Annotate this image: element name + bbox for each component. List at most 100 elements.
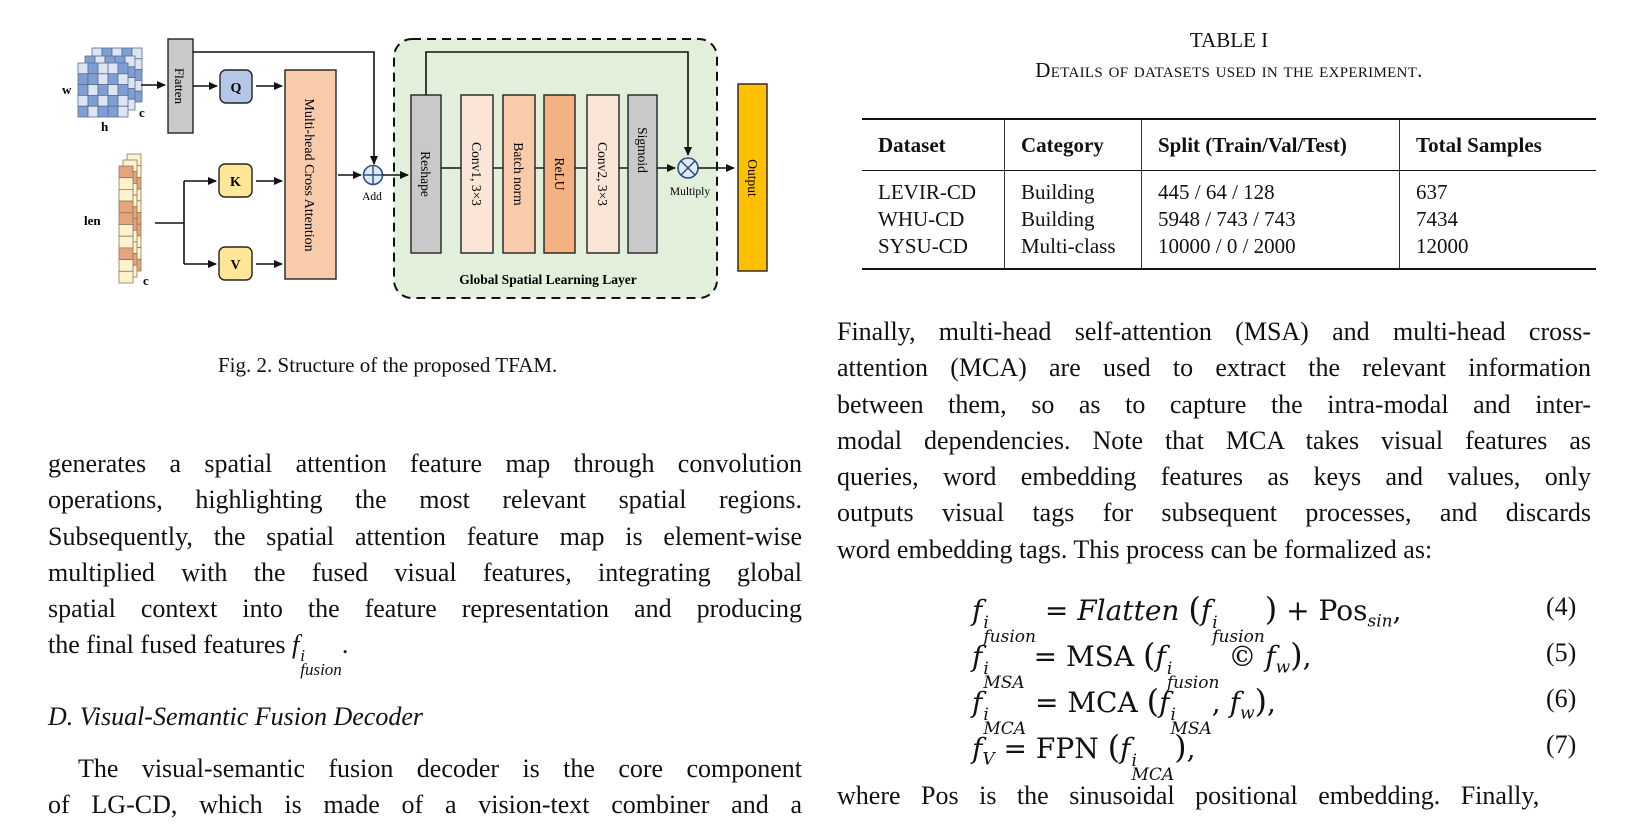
embedding-cell <box>118 224 134 237</box>
reshape-block <box>410 94 442 254</box>
value-box <box>218 246 253 281</box>
text-line: outputs visual tags for subsequent proce… <box>837 498 1591 528</box>
conv2-label: Conv2, 3×3 <box>595 142 610 206</box>
tensor-cell <box>77 95 89 107</box>
tensor-cell <box>107 95 119 107</box>
flatten-label: Flatten <box>172 68 187 105</box>
table-cell: 12000 <box>1399 233 1596 270</box>
text-line: Subsequently, the spatial attention feat… <box>48 521 802 551</box>
tensor-cell <box>107 105 119 118</box>
query-label: Q <box>231 81 242 96</box>
tensor-cell <box>87 73 99 86</box>
equation-number: (6) <box>1546 684 1577 713</box>
tensor-cell <box>97 62 109 75</box>
sigmoid-block <box>627 94 658 254</box>
text-line: spatial context into the feature represe… <box>48 594 802 624</box>
query-box <box>219 69 253 104</box>
embedding-cell <box>118 259 134 272</box>
value-label: V <box>230 258 240 273</box>
embedding-cell <box>118 188 134 202</box>
table-subtitle: Details of datasets used in the experime… <box>1035 58 1423 82</box>
batch-norm-block <box>502 94 536 254</box>
label-c-text: c <box>143 273 149 288</box>
column-header: Split (Train/Val/Test) <box>1141 118 1400 171</box>
table-cell: Building <box>1004 170 1142 206</box>
tensor-cell <box>77 73 89 86</box>
table-cell: 5948 / 743 / 743 <box>1141 206 1400 233</box>
embedding-cell <box>118 165 134 179</box>
right-column-paragraph: Finally, multi-head self-attention (MSA)… <box>837 314 1591 568</box>
tensor-cell <box>87 62 99 75</box>
key-box <box>218 163 253 198</box>
text-line: between them, so as to capture the intra… <box>837 389 1591 419</box>
visual-feature-tensor <box>77 47 143 118</box>
table-cell: LEVIR-CD <box>878 180 976 204</box>
table-cell: Building <box>1004 206 1142 233</box>
tensor-cell <box>97 84 109 96</box>
relu-block <box>543 94 576 254</box>
equation-number: (5) <box>1546 638 1577 667</box>
text-line: attention (MCA) are used to extract the … <box>837 353 1591 383</box>
text-line: multiplied with the fused visual feature… <box>48 557 802 587</box>
left-column-paragraph: generates a spatial attention feature ma… <box>48 446 802 680</box>
text-fragment: the final fused features <box>48 630 293 660</box>
table-title: TABLE I <box>1189 28 1269 52</box>
column-header: Total Samples <box>1399 118 1596 171</box>
embedding-cell <box>118 270 134 284</box>
tensor-cell <box>77 105 89 118</box>
table-cell: WHU-CD <box>878 207 965 231</box>
equation-number: (7) <box>1546 730 1577 759</box>
tensor-cell <box>117 73 129 86</box>
table-row: WHU-CD Building 5948 / 743 / 743 7434 <box>862 206 1596 233</box>
embedding-cell <box>118 235 134 249</box>
conv1-block <box>460 94 494 254</box>
reshape-label: Reshape <box>418 151 433 197</box>
label-c-visual: c <box>139 105 145 120</box>
add-label: Add <box>362 191 382 203</box>
label-w: w <box>62 82 72 97</box>
text-line: Finally, multi-head self-attention (MSA)… <box>837 317 1591 346</box>
tensor-cell <box>87 105 99 118</box>
embedding-cell <box>118 200 134 214</box>
output-label: Output <box>745 159 760 197</box>
text-line: of LG-CD, which is made of a vision-text… <box>48 790 802 820</box>
text-line: queries, word embedding features as keys… <box>837 462 1591 492</box>
text-fragment: . <box>341 630 349 660</box>
text-line: The visual-semantic fusion decoder is th… <box>78 754 802 783</box>
word-embedding-stack <box>118 153 142 284</box>
table-cell: SYSU-CD <box>862 233 1005 270</box>
tensor-cell <box>97 95 109 107</box>
text-line: operations, highlighting the most releva… <box>48 485 802 515</box>
tensor-cell <box>107 62 119 75</box>
table-header-row: Dataset Category Split (Train/Val/Test) … <box>862 118 1596 171</box>
text-line: word embedding tags. This process can be… <box>837 534 1433 564</box>
table-cell: 445 / 64 / 128 <box>1141 170 1400 206</box>
table-row: LEVIR-CD Building 445 / 64 / 128 637 <box>862 170 1596 206</box>
conv2-block <box>586 94 620 254</box>
tensor-cell <box>107 73 119 86</box>
multiply-label: Multiply <box>670 186 711 198</box>
conv1-label: Conv1, 3×3 <box>469 142 484 206</box>
tensor-cell <box>87 84 99 96</box>
next-paragraph: The visual-semantic fusion decoder is th… <box>48 751 802 824</box>
label-len: len <box>84 213 101 228</box>
add-operator-icon <box>362 164 384 186</box>
embedding-cell <box>118 212 134 225</box>
tensor-cell <box>77 62 89 75</box>
table-cell: Multi-class <box>1004 233 1142 270</box>
tensor-cell <box>97 105 109 118</box>
tensor-cell <box>107 84 119 96</box>
table-row: SYSU-CD Multi-class 10000 / 0 / 2000 120… <box>862 233 1596 270</box>
mca-label: Multi-head Cross Attention <box>301 98 316 251</box>
figure-tfam: w h c len c Flatten Q K V Multi-head Cro… <box>0 0 800 320</box>
text-line: modal dependencies. Note that MCA takes … <box>837 425 1591 455</box>
cut-off-text-line: where Pos is the sinusoidal positional e… <box>837 781 1540 810</box>
datasets-table: Dataset Category Split (Train/Val/Test) … <box>862 118 1596 270</box>
embedding-cell <box>118 177 134 190</box>
